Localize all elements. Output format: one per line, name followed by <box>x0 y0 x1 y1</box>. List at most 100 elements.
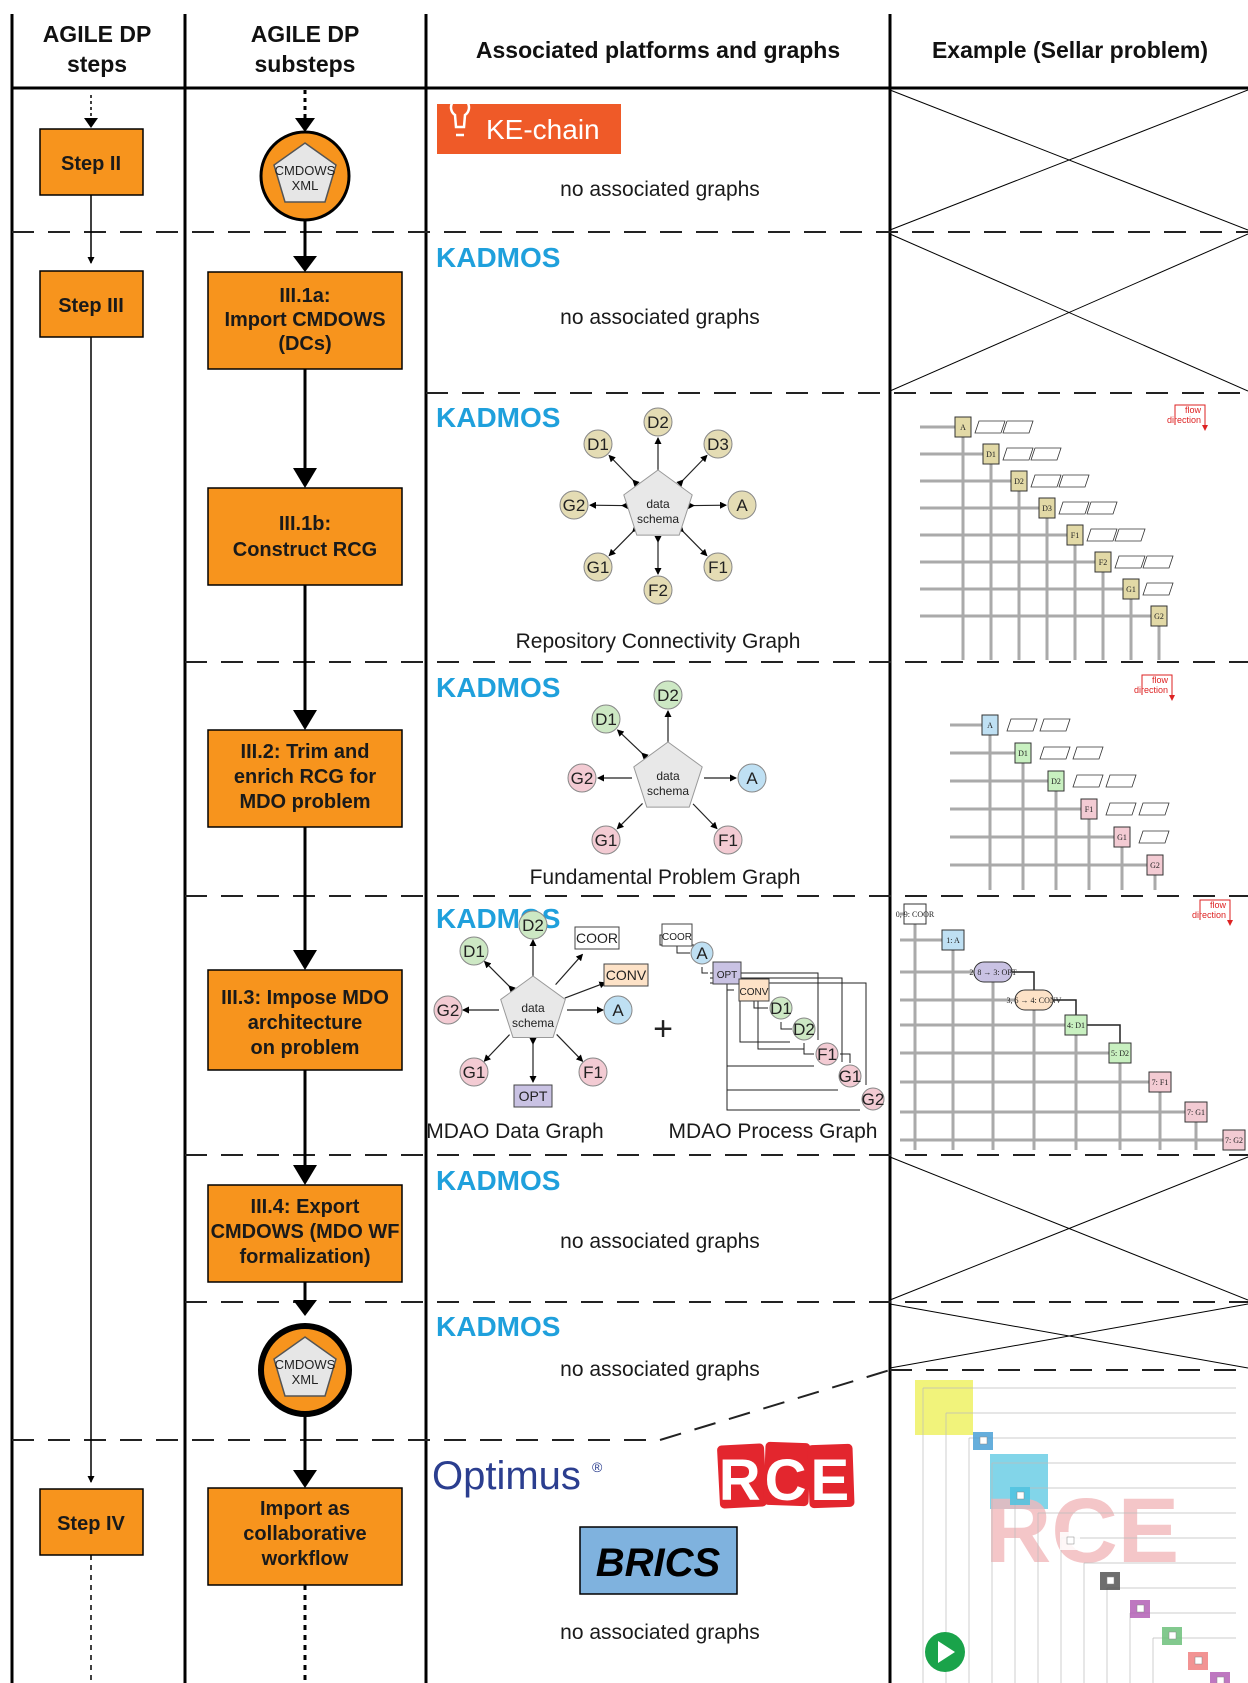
svg-text:XML: XML <box>292 178 319 193</box>
xdsm-block <box>1064 1014 1088 1036</box>
xdsm-block <box>941 929 965 951</box>
svg-text:MDO problem: MDO problem <box>239 791 370 813</box>
flow-direction-arrow <box>1141 674 1175 701</box>
xdsm-block-label: D1 <box>986 450 996 459</box>
svg-text:III.1b:: III.1b: <box>279 513 331 535</box>
svg-text:architecture: architecture <box>248 1012 363 1034</box>
xdsm-block-label: A <box>960 423 966 432</box>
data-schema-label: data <box>521 1001 545 1015</box>
svg-text:CMDOWS: CMDOWS <box>275 163 336 178</box>
graph-edge <box>608 524 640 557</box>
graph-edge <box>555 953 584 985</box>
xdsm-block-g2 <box>1150 605 1168 627</box>
flow-direction-label: direction <box>1192 910 1226 920</box>
xdsm-parallelogram <box>1142 582 1174 596</box>
xdsm-parallelogram <box>1105 802 1137 816</box>
rce-logo: RCE <box>717 1441 855 1513</box>
rce-workflow-screenshot: RCE <box>915 1380 1236 1683</box>
cmdows-xml-node-1: CMDOWS XML <box>259 130 351 222</box>
xdsm-block-label: 2, 8 → 3: OPT <box>969 968 1016 977</box>
process-edge <box>701 967 708 974</box>
xdsm-parallelogram <box>1138 802 1170 816</box>
svg-text:III.4: Export: III.4: Export <box>251 1196 360 1218</box>
xdsm-block <box>1108 1042 1132 1064</box>
process-edge <box>710 977 843 1062</box>
svg-text:enrich RCG for: enrich RCG for <box>234 766 376 788</box>
xdsm-block-label: G1 <box>1117 833 1127 842</box>
play-icon[interactable] <box>925 1632 965 1672</box>
xdsm-block-label: F1 <box>1085 805 1093 814</box>
data-schema-node <box>500 975 566 1038</box>
caption-no-graphs-1: no associated graphs <box>560 178 760 201</box>
graph-edge <box>483 960 516 993</box>
graph-edge <box>556 1034 584 1062</box>
xdsm-parallelogram <box>1142 555 1174 569</box>
svg-text:Step III: Step III <box>58 295 124 317</box>
graph-node-label: D2 <box>522 916 544 935</box>
graph-node-label: D1 <box>770 999 792 1018</box>
xdsm-block-label: 7: G2 <box>1225 1136 1243 1145</box>
caption-mdg: MDAO Data Graph <box>426 1120 603 1143</box>
graph-node-label: G2 <box>571 769 594 788</box>
graph-node-g1 <box>838 1064 862 1088</box>
graph-node-label: G1 <box>839 1067 862 1086</box>
xdsm-parallelogram <box>1039 718 1071 732</box>
xdsm-block-label: D1 <box>1018 749 1028 758</box>
svg-text:Construct RCG: Construct RCG <box>233 539 377 561</box>
svg-text:Import as: Import as <box>260 1498 350 1520</box>
graph-node-label: D2 <box>657 686 679 705</box>
svg-text:III.1a:: III.1a: <box>279 285 330 307</box>
graph-edge <box>676 524 708 557</box>
process-edge <box>757 1001 804 1050</box>
graph-node-coor <box>574 926 620 950</box>
substep-iii-2-box: III.2: Trim and enrich RCG for MDO probl… <box>207 729 403 828</box>
graph-node-label: G2 <box>437 1001 460 1020</box>
flow-direction-arrow <box>1199 899 1233 926</box>
graph-node-g1 <box>583 552 613 582</box>
import-workflow-box: Import as collaborative workflow <box>207 1487 403 1586</box>
graph-node-g1 <box>591 825 621 855</box>
graph-node-g2 <box>567 763 597 793</box>
svg-text:Optimus: Optimus <box>432 1454 581 1498</box>
graph-edge <box>616 729 649 760</box>
xdsm-block-label: 7: F1 <box>1152 1078 1169 1087</box>
graph-node-g2 <box>433 995 463 1025</box>
xdsm-block-label: D3 <box>1042 504 1052 513</box>
table-grid <box>10 14 1248 1683</box>
workflow-component-icon <box>1194 1656 1203 1665</box>
xdsm-block-label: F1 <box>1071 531 1079 540</box>
svg-text:Step II: Step II <box>61 153 121 175</box>
xdsm-block-f2 <box>1094 551 1112 573</box>
caption-mpg: MDAO Process Graph <box>669 1120 878 1143</box>
xdsm-parallelogram <box>1114 555 1146 569</box>
kadmos-logo-3: KADMOS <box>436 672 560 703</box>
graph-node-a <box>603 995 633 1025</box>
xdsm-block-a <box>954 416 972 438</box>
xdsm-parallelogram <box>1030 474 1062 488</box>
graph-node-g1 <box>459 1057 489 1087</box>
xdsm-block-label: D2 <box>1051 777 1061 786</box>
graph-node-a <box>737 763 767 793</box>
graph-node-g2 <box>861 1087 885 1111</box>
svg-text:CMDOWS: CMDOWS <box>275 1357 336 1372</box>
graph-node-label: F1 <box>708 558 728 577</box>
xdsm-block-d3 <box>1038 497 1056 519</box>
xdsm-block-label: A <box>987 721 993 730</box>
svg-text:III.2: Trim and: III.2: Trim and <box>241 741 370 763</box>
process-edge <box>726 984 734 991</box>
graph-node-label: A <box>736 496 748 515</box>
caption-no-graphs-4: no associated graphs <box>560 1358 760 1381</box>
substep-iii-1b-box: III.1b: Construct RCG <box>207 487 403 586</box>
workflow-component-icon <box>1016 1491 1025 1500</box>
workflow-highlight <box>915 1380 973 1435</box>
svg-text:RCE: RCE <box>719 1448 853 1513</box>
graph-node-opt <box>712 961 742 985</box>
workflow-component-icon <box>1066 1536 1075 1545</box>
empty-cell-crosses <box>889 89 1248 1369</box>
svg-text:®: ® <box>592 1459 603 1475</box>
graph-node-label: D2 <box>793 1020 815 1039</box>
xdsm-parallelogram <box>1006 718 1038 732</box>
graph-edge <box>616 803 643 830</box>
